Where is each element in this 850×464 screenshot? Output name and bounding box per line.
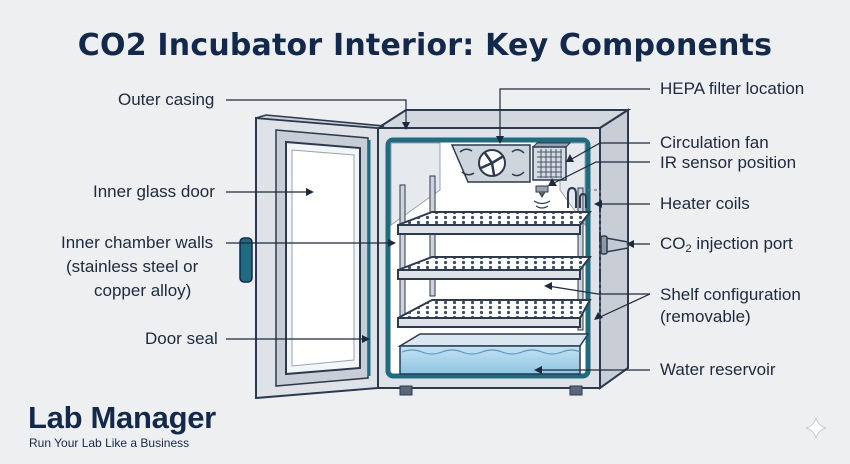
label-shelf-config-1: Shelf configuration [660, 285, 801, 304]
co2-injection-port [600, 235, 629, 255]
shelf-2 [397, 256, 593, 280]
shelf-3 [397, 299, 592, 328]
label-heater-coils: Heater coils [660, 194, 750, 213]
water-reservoir [397, 333, 590, 375]
label-water-reservoir: Water reservoir [660, 360, 776, 379]
label-inner-chamber-walls-1: Inner chamber walls [61, 233, 214, 252]
label-hepa-filter: HEPA filter location [660, 79, 805, 98]
brand-logo: Lab Manager [28, 400, 216, 435]
diagram-title: CO2 Incubator Interior: Key Components [77, 28, 773, 63]
door-handle [239, 237, 253, 283]
label-outer-casing: Outer casing [118, 90, 215, 109]
heater-coils [567, 186, 601, 324]
label-door-seal: Door seal [145, 329, 218, 348]
co2-subscript: 2 [685, 243, 692, 255]
sparkle-icon [805, 417, 827, 439]
label-shelf-config-2: (removable) [660, 307, 751, 326]
leader-arrowheads [306, 122, 634, 374]
label-circulation-fan: Circulation fan [660, 133, 769, 152]
hepa-filter [531, 142, 572, 181]
brand-tagline: Run Your Lab Like a Business [29, 436, 190, 450]
label-inner-glass-door: Inner glass door [93, 182, 215, 201]
circulation-fan [450, 144, 531, 183]
co2-suffix: injection port [691, 234, 793, 253]
shelf-1 [397, 211, 593, 235]
label-co2-injection-port: CO2 injection port [660, 233, 793, 255]
label-inner-chamber-walls-2: (stainless steel or [66, 257, 199, 276]
label-inner-chamber-walls-3: copper alloy) [94, 281, 192, 300]
ir-sensor [533, 185, 551, 209]
label-ir-sensor: IR sensor position [660, 153, 797, 172]
co2-prefix: CO [660, 234, 686, 253]
door [255, 114, 385, 400]
